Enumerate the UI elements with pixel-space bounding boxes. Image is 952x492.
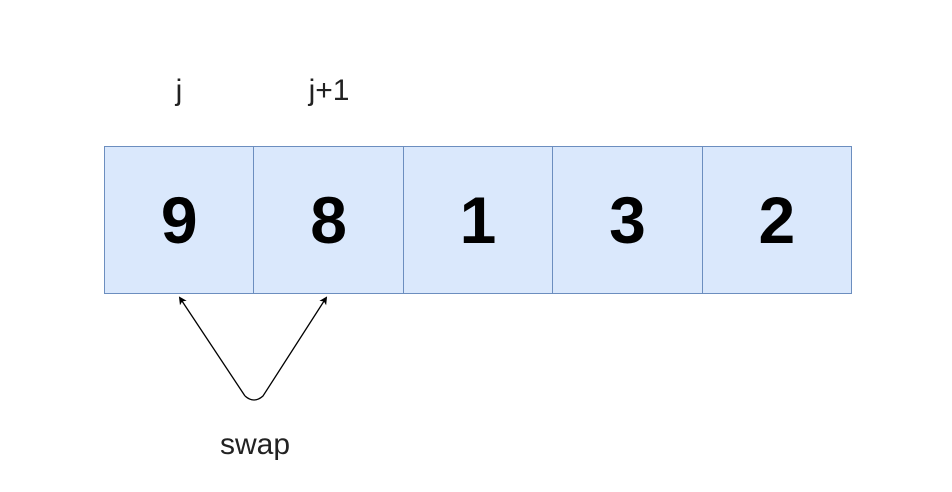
array-cell-value: 2 — [758, 183, 796, 257]
swap-arrow-right-line — [178, 296, 246, 397]
array-cell: 3 — [553, 147, 703, 293]
array-cell-value: 8 — [310, 183, 347, 257]
array-cell-value: 1 — [459, 183, 497, 257]
swap-arrow-left-line — [244, 296, 328, 401]
index-label-j-plus-1: j+1 — [308, 74, 350, 107]
array-row: 9 8 1 3 2 — [104, 146, 852, 294]
index-label-j: j — [175, 74, 183, 107]
swap-label: swap — [219, 428, 291, 461]
array-cell: 2 — [702, 147, 852, 293]
array-cell: 9 — [105, 147, 255, 293]
array-cell-value: 9 — [160, 183, 198, 257]
array-cell-value: 3 — [609, 183, 646, 257]
array-cell: 8 — [254, 147, 404, 293]
array-cell: 1 — [403, 147, 554, 293]
